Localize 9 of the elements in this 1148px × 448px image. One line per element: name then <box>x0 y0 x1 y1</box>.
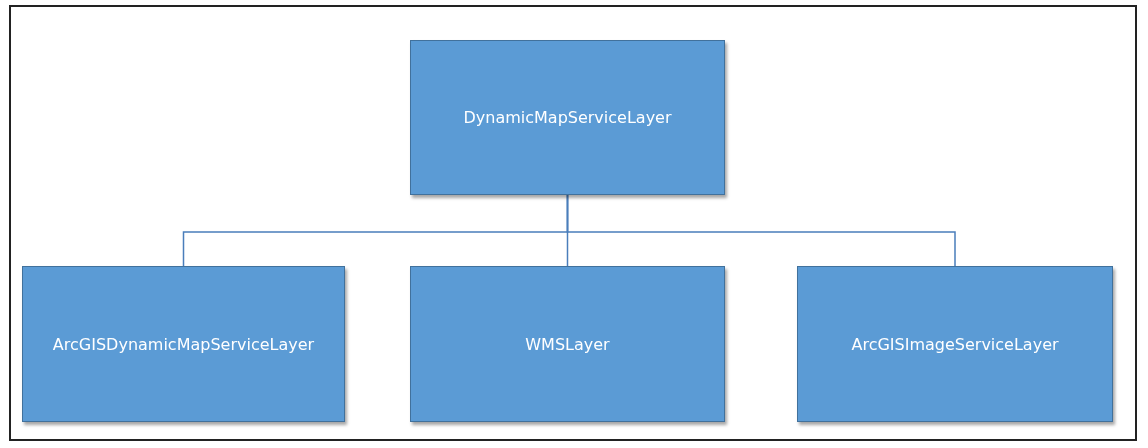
class-name: ArcGISImageServiceLayer <box>851 334 1059 354</box>
class-box <box>797 266 1113 422</box>
class-name: WMSLayer <box>525 334 610 354</box>
class-box <box>22 266 345 422</box>
connector-line <box>566 194 956 267</box>
class-name: ArcGISDynamicMapServiceLayer <box>52 334 315 354</box>
class-box <box>410 40 725 195</box>
class-box <box>410 266 725 422</box>
class-name: DynamicMapServiceLayer <box>463 108 672 127</box>
